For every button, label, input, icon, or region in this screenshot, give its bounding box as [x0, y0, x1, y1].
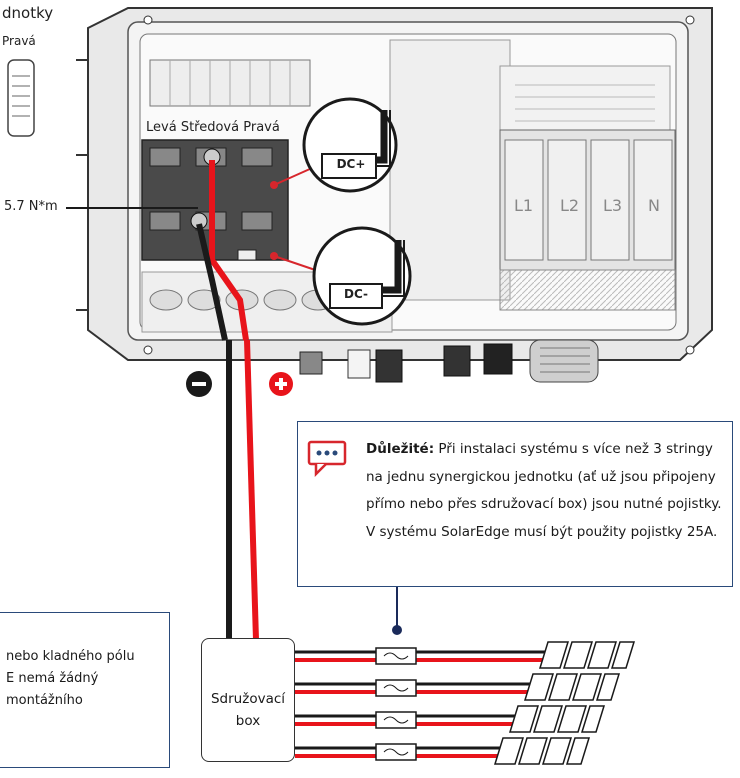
dc-plus-callout: [273, 97, 398, 193]
combiner-box: [201, 638, 295, 762]
left-note-text: nebo kladného pólu E nemá žádný montážní…: [6, 646, 176, 712]
terminal-right-label: Pravá: [243, 120, 280, 135]
inverter-enclosure: [76, 7, 713, 361]
important-note-text: Důležité: Při instalaci systému s více n…: [366, 436, 728, 546]
dc-minus-label: DC-: [343, 287, 369, 301]
ac-terminal-n: N: [648, 196, 660, 215]
positive-polarity-icon: [269, 372, 293, 396]
feeder-cables: [226, 339, 259, 641]
left-note-line-1: nebo kladného pólu: [6, 649, 135, 664]
terminal-center-label: Středová: [180, 120, 240, 135]
combiner-box-line-2: box: [235, 713, 261, 729]
dc-minus-callout: [273, 226, 412, 326]
dc-plus-label: DC+: [336, 157, 366, 171]
pv-panel-icons: [493, 641, 636, 765]
combiner-box-label: Sdružovací box: [201, 688, 295, 732]
ac-terminal-l2: L2: [560, 196, 580, 215]
fuse-icons: [375, 647, 417, 761]
ac-terminal-l3: L3: [603, 196, 623, 215]
unit-sub-label: Pravá: [2, 34, 36, 48]
torque-label: 5.7 N*m: [4, 199, 58, 214]
cable-glands: [299, 339, 599, 383]
left-note-line-2: E nemá žádný: [6, 671, 99, 686]
left-note-box: [0, 612, 170, 768]
unit-heading: dnotky: [2, 4, 54, 22]
important-note-bold: Důležité:: [366, 441, 435, 457]
terminal-left-label: Levá: [146, 120, 177, 135]
negative-polarity-icon: [186, 371, 212, 397]
important-note-body: Při instalaci systému s více než 3 strin…: [366, 441, 722, 540]
ac-terminal-l1: L1: [514, 196, 534, 215]
combiner-box-line-1: Sdružovací: [210, 691, 286, 707]
unit-thumbnail-icon: [7, 59, 35, 137]
note-pointer-dot: [392, 625, 402, 635]
important-note-box: [297, 421, 733, 587]
dc-cables: [196, 160, 249, 341]
terminal-labels: Levá Středová Pravá: [146, 120, 280, 135]
left-note-line-3: montážního: [6, 693, 83, 708]
